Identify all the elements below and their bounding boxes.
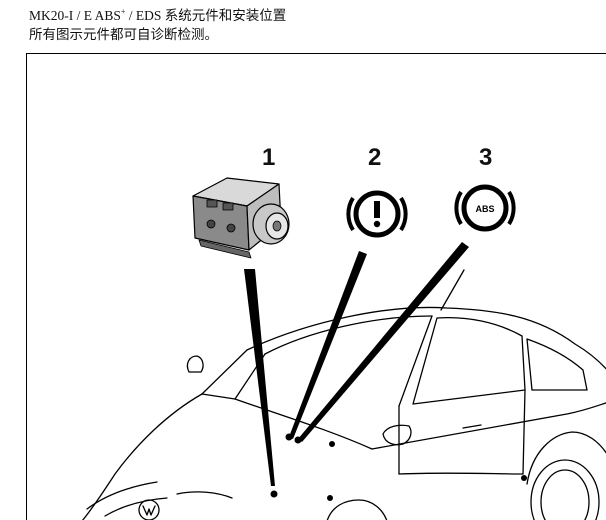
anchor-dot-6	[521, 475, 527, 481]
anchor-dot-2	[285, 433, 293, 441]
component-location-figure: 1 2 3	[26, 53, 606, 520]
title-suffix: / EDS 系统元件和安装位置	[125, 8, 287, 23]
leader-line-2	[289, 251, 367, 439]
leader-line-1	[244, 269, 275, 486]
title-prefix: MK20-I / E ABS	[29, 8, 121, 23]
abs-warning-lamp-icon: ABS	[454, 184, 516, 232]
brake-warning-lamp-icon	[346, 190, 408, 238]
anchor-dot-1	[270, 490, 278, 498]
title-superscript: +	[120, 7, 126, 16]
abs-hydraulic-unit-icon	[192, 177, 290, 259]
callout-number-2: 2	[368, 144, 382, 171]
anchor-dot-3	[294, 436, 302, 444]
figure-artwork: ABS	[81, 177, 606, 520]
leader-lines	[244, 242, 469, 486]
callout-number-1: 1	[262, 144, 276, 171]
callout-number-3: 3	[479, 144, 493, 171]
anchor-dot-4	[329, 441, 335, 447]
leader-line-3	[298, 242, 469, 442]
page-subtitle: 所有图示元件都可自诊断检测。	[29, 27, 218, 42]
anchor-dot-5	[327, 495, 333, 501]
page-header: MK20-I / E ABS+ / EDS 系统元件和安装位置 所有图示元件都可…	[29, 6, 589, 44]
car-illustration	[81, 269, 606, 520]
page-title: MK20-I / E ABS+ / EDS 系统元件和安装位置	[29, 6, 589, 25]
abs-lamp-symbol: ABS	[475, 204, 494, 214]
